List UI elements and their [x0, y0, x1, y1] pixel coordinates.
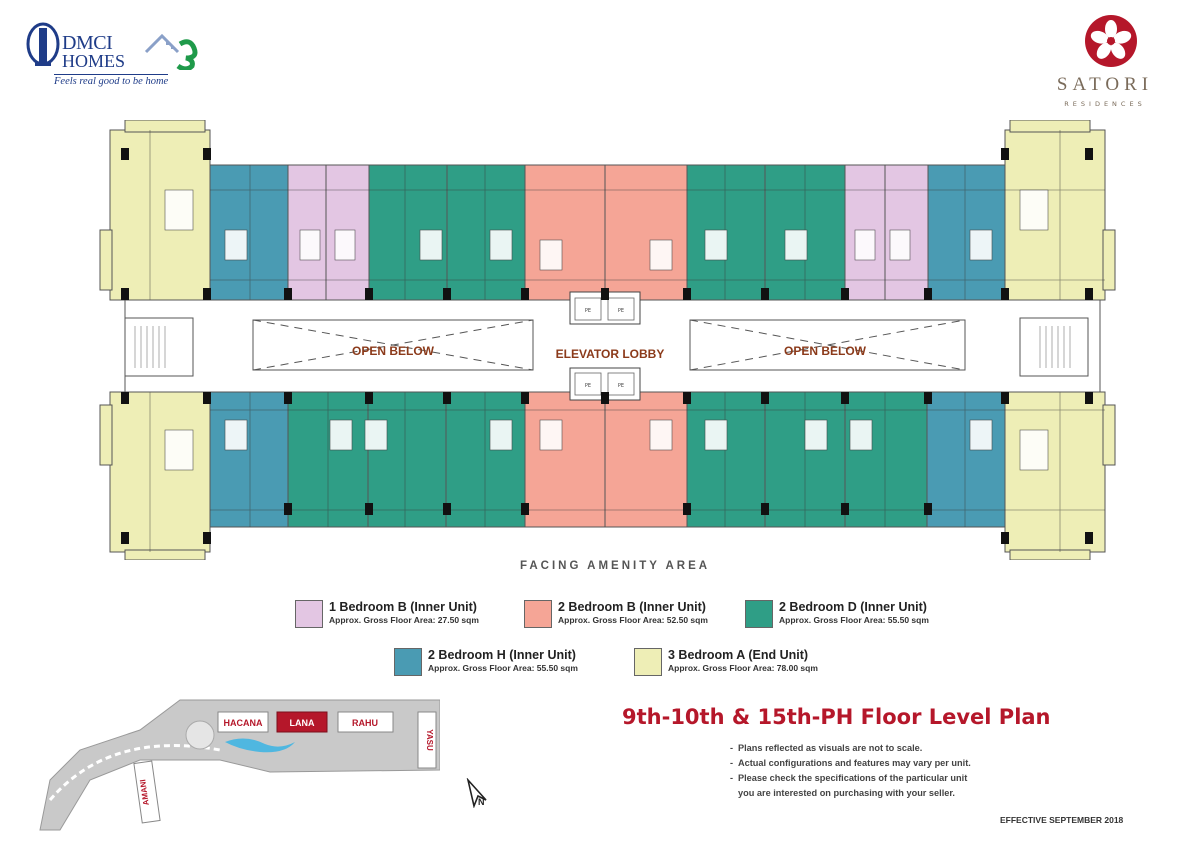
- dmci-brand-line1: DMCI: [62, 32, 113, 54]
- north-arrow-icon: [464, 777, 494, 812]
- legend-name: 2 Bedroom D (Inner Unit): [779, 600, 927, 614]
- elevator-tag: PE: [585, 383, 591, 389]
- building-amani: [133, 760, 161, 824]
- floor-plan: PE PE PE PE OPEN BELOW ELEVATOR LOBBY OP…: [99, 120, 1116, 560]
- building-rahu: [337, 711, 394, 733]
- legend-area: Approx. Gross Floor Area: 55.50 sqm: [779, 615, 929, 625]
- legend-area: Approx. Gross Floor Area: 78.00 sqm: [668, 663, 818, 673]
- unit-2br-d: [367, 391, 447, 528]
- legend-area: Approx. Gross Floor Area: 27.50 sqm: [329, 615, 479, 625]
- open-below-left-void: [252, 319, 534, 371]
- bottom-unit-row: [109, 391, 1106, 553]
- legend-swatch: [524, 600, 552, 628]
- unit-3br-a: [1004, 391, 1106, 553]
- legend-swatch: [295, 600, 323, 628]
- unit-2br-h: [209, 391, 289, 528]
- building-amani-label: AMANI: [138, 779, 151, 806]
- unit-2br-d: [844, 391, 928, 528]
- unit-2br-b: [604, 164, 688, 301]
- unit-2br-d: [686, 391, 766, 528]
- note-item: -Please check the specifications of the …: [730, 773, 968, 783]
- sakura-flower-icon: [1085, 15, 1137, 67]
- building-hacana-label: HACANA: [224, 718, 263, 728]
- dmci-homes-logo: DMCI HOMES Feels real good to be home: [26, 20, 216, 90]
- unit-3br-a: [109, 391, 211, 553]
- building-lana-label: LANA: [290, 718, 315, 728]
- north-label: N: [478, 797, 485, 807]
- building-yasu-label: YASU: [425, 729, 434, 751]
- note-item: -Actual configurations and features may …: [730, 758, 971, 768]
- plan-title: 9th-10th & 15th-PH Floor Level Plan: [622, 705, 1051, 729]
- structural-columns: [121, 148, 1093, 544]
- dmci-tagline: Feels real good to be home: [54, 74, 169, 87]
- satori-subtitle: RESIDENCES: [1064, 100, 1146, 108]
- satori-wordmark: SATORI: [1056, 74, 1154, 95]
- effective-date: EFFECTIVE SEPTEMBER 2018: [1000, 815, 1124, 825]
- unit-2br-b: [604, 391, 688, 528]
- unit-2br-d: [445, 391, 526, 528]
- legend-swatch: [394, 648, 422, 676]
- dmci-house-icon: [144, 33, 198, 70]
- elevator-tag: PE: [618, 383, 624, 389]
- elevator-lobby-label: ELEVATOR LOBBY: [556, 347, 665, 361]
- legend-name: 1 Bedroom B (Inner Unit): [329, 600, 477, 614]
- legend-swatch: [745, 600, 773, 628]
- unit-2br-b: [524, 391, 606, 528]
- building-lana-highlight: [276, 711, 328, 733]
- open-below-left-label: OPEN BELOW: [352, 344, 435, 358]
- building-yasu: [417, 711, 437, 769]
- plan-notes: -Plans reflected as visuals are not to s…: [730, 741, 1060, 801]
- building-hacana: [217, 711, 269, 733]
- legend-name: 3 Bedroom A (End Unit): [668, 648, 809, 662]
- open-below-right-label: OPEN BELOW: [784, 344, 867, 358]
- room-detail-lines: [149, 130, 1105, 552]
- bathroom-fixtures: [164, 189, 1049, 471]
- note-item: you are interested on purchasing with yo…: [738, 788, 955, 798]
- site-pool: [225, 738, 295, 753]
- site-map: HACANA LANA RAHU YASU AMANI: [39, 699, 440, 831]
- note-item: -Plans reflected as visuals are not to s…: [730, 743, 923, 753]
- building-rahu-label: RAHU: [352, 718, 378, 728]
- elevator-tag: PE: [618, 308, 624, 314]
- left-stair-core: [124, 317, 194, 377]
- satori-residences-logo: SATORI RESIDENCES: [1040, 14, 1170, 114]
- dmci-emblem-icon: [26, 22, 60, 66]
- site-roundabout: [185, 720, 215, 750]
- legend-name: 2 Bedroom B (Inner Unit): [558, 600, 706, 614]
- unit-2br-b: [524, 164, 606, 301]
- open-below-right-void: [689, 319, 966, 371]
- right-stair-core: [1019, 317, 1089, 377]
- end-unit-balconies: [99, 120, 1116, 560]
- legend-area: Approx. Gross Floor Area: 55.50 sqm: [428, 663, 578, 673]
- legend-swatch: [634, 648, 662, 676]
- legend-area: Approx. Gross Floor Area: 52.50 sqm: [558, 615, 708, 625]
- unit-2br-h: [926, 391, 1006, 528]
- facing-amenity-label: FACING AMENITY AREA: [519, 560, 711, 572]
- legend-name: 2 Bedroom H (Inner Unit): [428, 648, 576, 662]
- elevator-tag: PE: [585, 308, 591, 314]
- dmci-brand-line2: HOMES: [62, 51, 126, 71]
